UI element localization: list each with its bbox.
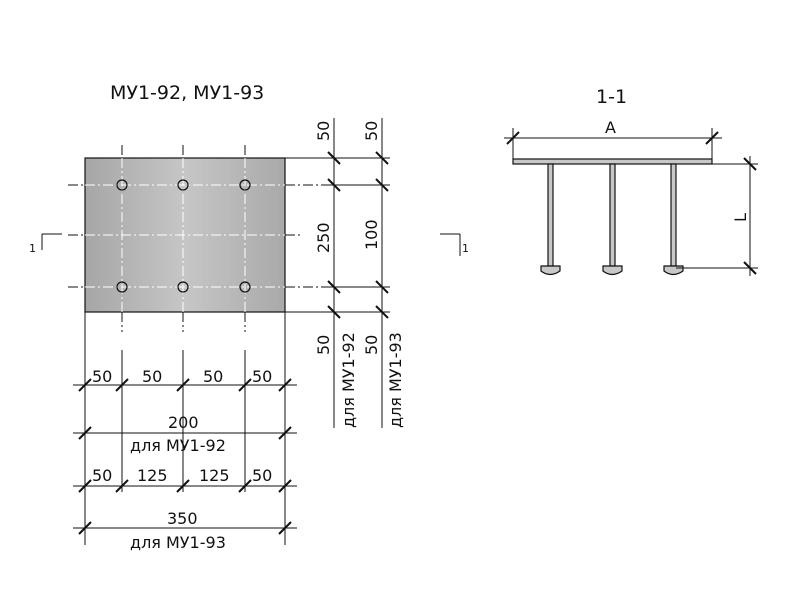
dim-right-2-note: для МУ1-93: [386, 332, 405, 428]
dim-right-1-middle: 250: [314, 222, 333, 253]
axis-lines: [68, 145, 330, 332]
anchor-head: [602, 265, 623, 276]
anchor-head: [540, 265, 561, 276]
plan-title: МУ1-92, МУ1-93: [110, 82, 264, 104]
hole: [177, 179, 189, 191]
anchor-rod: [609, 163, 616, 267]
anchor-holes: [116, 179, 251, 293]
section-plate: [512, 158, 713, 165]
dim-right-2-bottom: 50: [362, 335, 381, 355]
dim-bottom-1-d: 50: [252, 367, 272, 386]
dim-right-2-top: 50: [362, 121, 381, 141]
dim-total-1: 200: [168, 413, 199, 432]
dim-right-1-bottom: 50: [314, 335, 333, 355]
dim-right-1-note: для МУ1-92: [339, 332, 358, 428]
hole: [116, 179, 128, 191]
section-mark-label: 1: [462, 242, 469, 255]
anchor-rod: [670, 163, 677, 267]
width-label: A: [605, 118, 616, 137]
dim-right-1-top: 50: [314, 121, 333, 141]
length-dimension: L: [676, 156, 758, 276]
hole: [239, 179, 251, 191]
dim-bottom-2-a: 50: [92, 466, 112, 485]
dim-bottom-1-a: 50: [92, 367, 112, 386]
dim-total-2: 350: [167, 509, 198, 528]
right-dimension-chain-1: 50 250 50 для МУ1-92: [285, 118, 390, 428]
hole: [239, 281, 251, 293]
dim-total-1-note: для МУ1-92: [130, 436, 226, 455]
dim-bottom-1-b: 50: [142, 367, 162, 386]
bottom-dimensions: 50 50 50 50 200 для МУ1-92 50 125 125 50: [73, 312, 297, 552]
right-dimension-chain-2: 50 100 50 для МУ1-93: [362, 118, 405, 428]
dim-bottom-2-b: 125: [137, 466, 168, 485]
anchor-head: [663, 265, 684, 276]
section-mark-label: 1: [29, 242, 36, 255]
anchor-rods: [540, 163, 684, 276]
section-mark-left: 1: [29, 233, 62, 255]
dim-right-2-middle: 100: [362, 219, 381, 250]
hole: [116, 281, 128, 293]
length-label: L: [731, 213, 750, 222]
anchor-rod: [547, 163, 554, 267]
plan-view: МУ1-92, МУ1-93: [29, 82, 469, 552]
hole: [177, 281, 189, 293]
section-title: 1-1: [596, 86, 627, 108]
section-view: 1-1 A L: [504, 86, 758, 276]
dim-bottom-1-c: 50: [203, 367, 223, 386]
dim-total-2-note: для МУ1-93: [130, 533, 226, 552]
dim-bottom-2-c: 125: [199, 466, 230, 485]
section-mark-right: 1: [440, 233, 469, 256]
width-dimension: A: [504, 118, 722, 160]
dim-bottom-2-d: 50: [252, 466, 272, 485]
